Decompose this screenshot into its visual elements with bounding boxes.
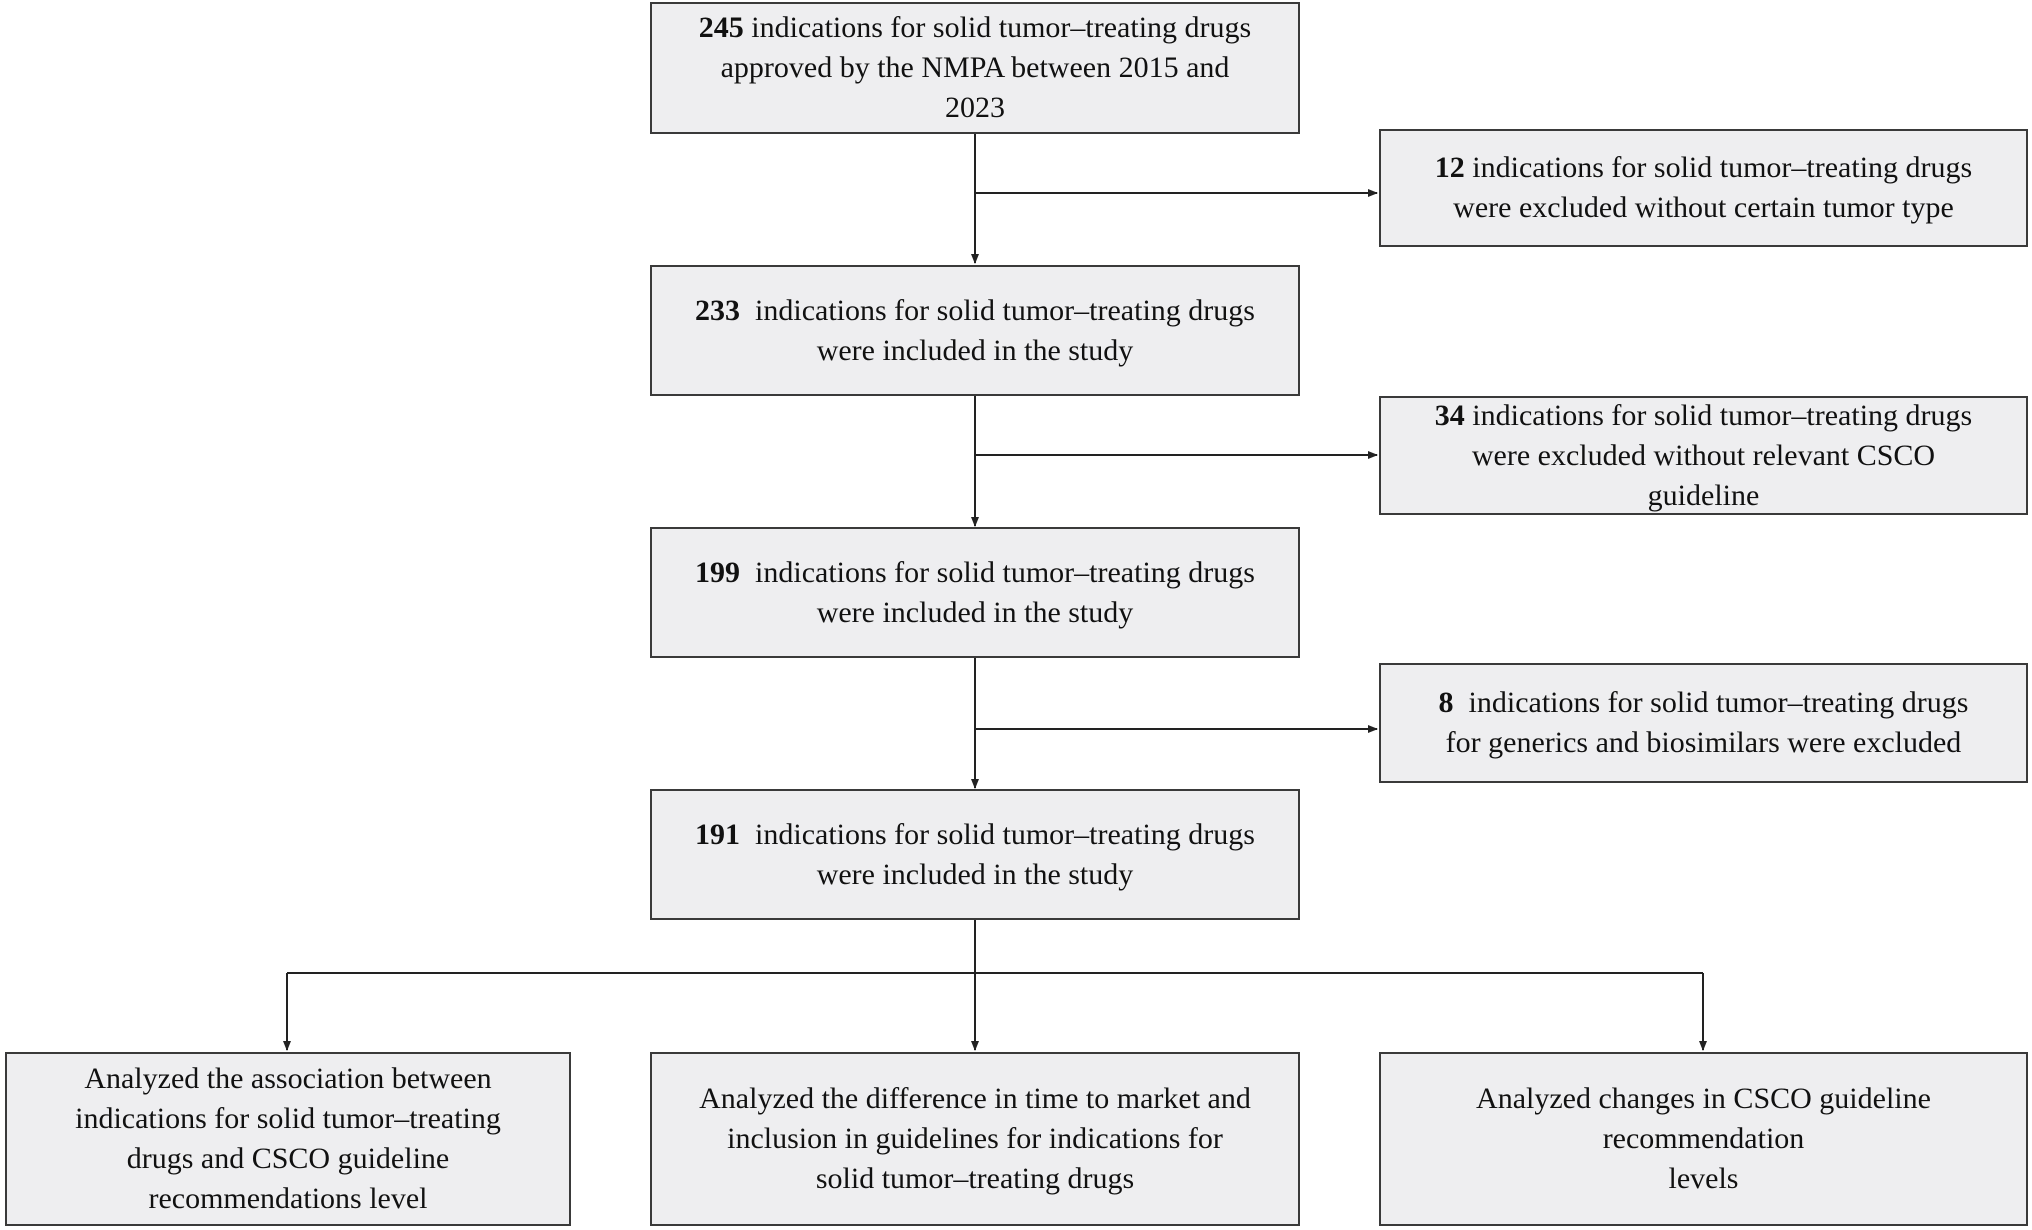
box-text-line: solid tumor–treating drugs [815, 1162, 1135, 1195]
box-text-line: indications for solid tumor–treating dru… [1472, 151, 1973, 184]
box-text-line: were included in the study [816, 595, 1134, 629]
box-exclusion-3: 8 indications for solid tumor–treating d… [1379, 663, 2028, 783]
box-text-line: inclusion in guidelines for indications … [727, 1122, 1223, 1155]
count-34: 34 [1434, 398, 1465, 432]
box-initial-indications: 245 indications for solid tumor–treating… [650, 2, 1300, 134]
count-12: 12 [1434, 151, 1465, 184]
box-exclusion-1: 12 indications for solid tumor–treating … [1379, 129, 2028, 247]
box-text-line: guideline [1647, 478, 1760, 512]
box-text-line: indications for solid tumor–treating dru… [755, 817, 1255, 851]
box-text-line: 2023 [944, 91, 1005, 124]
box-text-line: indications for solid tumor–treating dru… [1468, 686, 1969, 719]
box-text-line: for generics and biosimilars were exclud… [1445, 726, 1962, 759]
box-text-line: indications for solid tumor–treating [75, 1102, 501, 1135]
box-text-line: indications for solid tumor–treating dru… [755, 293, 1255, 327]
box-outcome-guideline-changes: Analyzed changes in CSCO guideline recom… [1379, 1052, 2028, 1226]
box-text-line: indications for solid tumor–treating dru… [755, 555, 1255, 589]
count-191: 191 [695, 817, 741, 851]
box-text-line: drugs and CSCO guideline [126, 1142, 450, 1175]
box-text-line: Analyzed changes in CSCO guideline [1476, 1082, 1931, 1115]
box-text-line: indications for solid tumor–treating dru… [751, 11, 1252, 44]
box-text-line: recommendation [1602, 1122, 1805, 1155]
box-text-line: were included in the study [816, 857, 1134, 891]
box-included-199: 199 indications for solid tumor–treating… [650, 527, 1300, 658]
box-outcome-association: Analyzed the association between indicat… [5, 1052, 571, 1226]
count-199: 199 [695, 555, 741, 589]
box-text-line: indications for solid tumor–treating dru… [1472, 398, 1973, 432]
count-233: 233 [695, 293, 741, 327]
box-text-line: approved by the NMPA between 2015 and [720, 51, 1230, 84]
box-text-line: Analyzed the difference in time to marke… [699, 1082, 1251, 1115]
count-245: 245 [698, 11, 744, 44]
count-8: 8 [1438, 686, 1454, 719]
box-text-line: Analyzed the association between [84, 1062, 492, 1095]
box-exclusion-2: 34 indications for solid tumor–treating … [1379, 396, 2028, 515]
box-text-line: recommendations level [148, 1182, 428, 1215]
box-included-191: 191 indications for solid tumor–treating… [650, 789, 1300, 920]
box-text-line: were excluded without relevant CSCO [1471, 438, 1936, 472]
box-text-line: were excluded without certain tumor type [1453, 191, 1954, 224]
box-included-233: 233 indications for solid tumor–treating… [650, 265, 1300, 396]
box-text-line: levels [1668, 1162, 1739, 1195]
box-outcome-time-to-market: Analyzed the difference in time to marke… [650, 1052, 1300, 1226]
box-text-line: were included in the study [816, 333, 1134, 367]
